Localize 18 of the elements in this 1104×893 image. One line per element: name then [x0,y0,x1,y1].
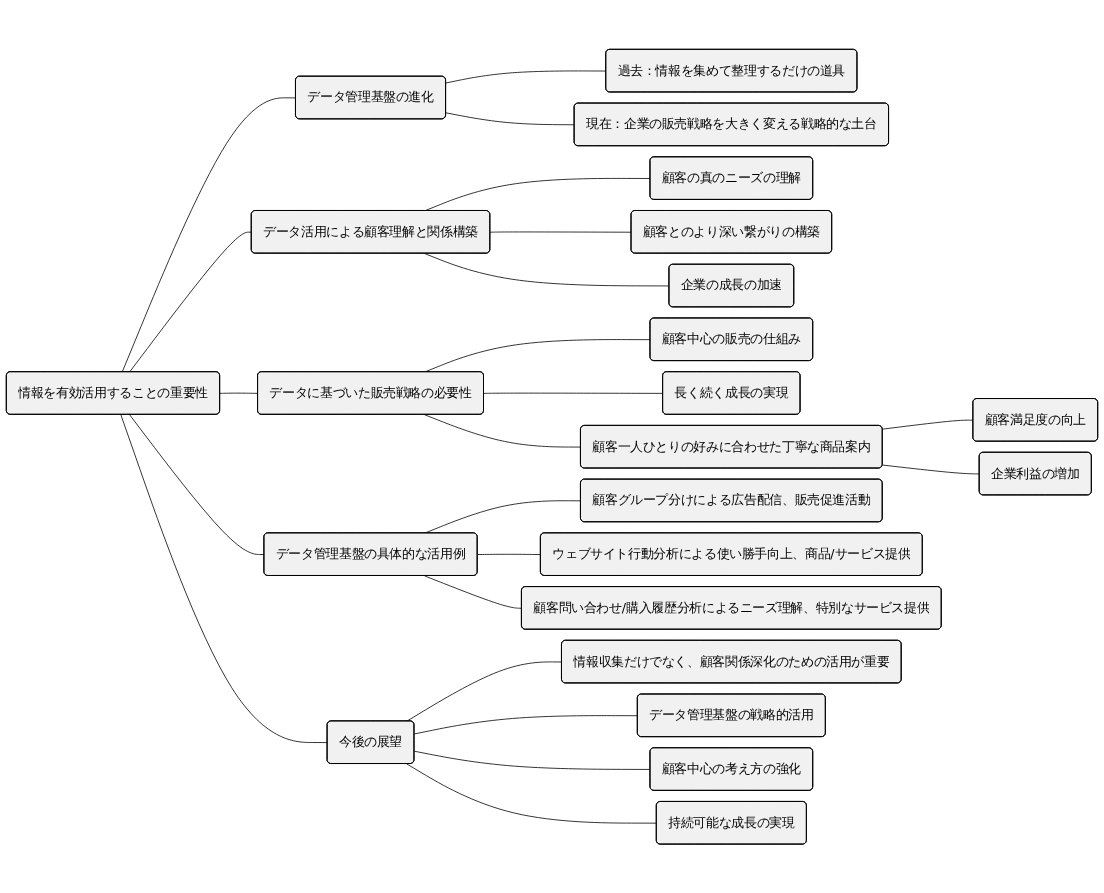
connector [120,414,328,743]
connector [477,553,542,555]
connector [414,750,651,770]
connector [483,392,664,394]
connector [882,464,980,475]
connector [129,414,265,555]
connector [445,70,607,84]
connector [424,414,582,448]
connector [424,252,670,287]
connector [489,231,632,233]
connector [424,575,523,609]
connector [414,715,639,735]
connector [445,112,575,125]
connector [121,97,297,373]
connector [219,392,259,394]
connector [882,419,974,430]
connector [406,763,658,824]
connector [129,231,253,373]
